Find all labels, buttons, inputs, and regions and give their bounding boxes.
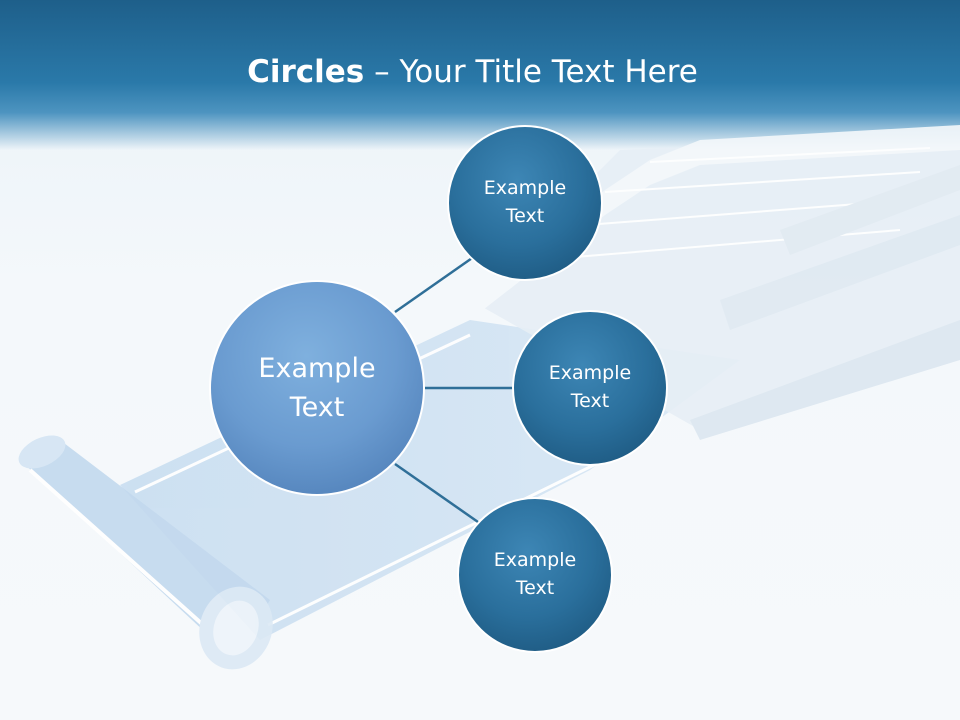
node-circle-top: [447, 125, 603, 281]
title-rest: – Your Title Text Here: [364, 54, 698, 90]
connector-lines: [394, 254, 515, 524]
diagram-circles: [209, 125, 668, 653]
slide-title: Circles – Your Title Text Here: [0, 54, 945, 90]
center-circle: [209, 280, 425, 496]
node-circle-bottom: [457, 497, 613, 653]
title-bold: Circles: [247, 54, 365, 90]
carpet-roll-illustration: [18, 435, 273, 670]
connector-bottom: [394, 462, 479, 524]
node-circle-middle: [512, 310, 668, 466]
title-banner: [0, 0, 960, 150]
connector-top: [394, 254, 476, 314]
